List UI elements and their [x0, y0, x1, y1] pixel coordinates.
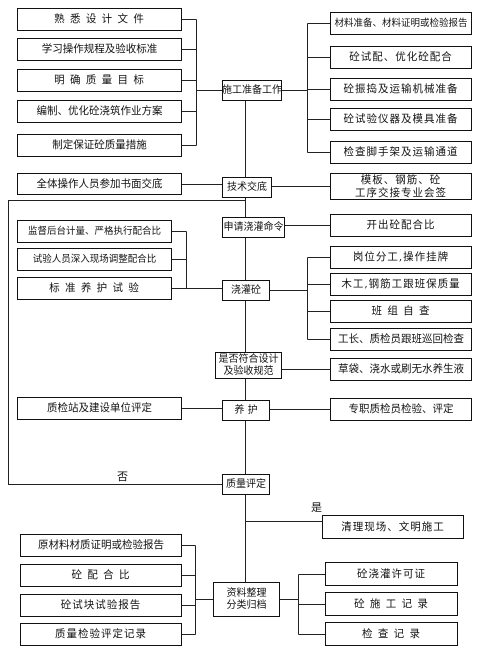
curing-left-item: 质检站及建设单位评定	[17, 397, 182, 420]
prep-right-item-1: 材料准备、材料证明或检验报告	[330, 12, 472, 35]
pour-right-item-1: 岗位分工,操作挂牌	[330, 246, 472, 269]
stage-disclosure: 技术交底	[222, 177, 272, 198]
order-right-item: 开出砼配合比	[330, 214, 472, 237]
pour-right-item-4: 工长、质检员跟班巡回检查	[330, 328, 472, 351]
prep-left-item-1: 熟 悉 设 计 文 件	[17, 8, 182, 31]
stage-preparation: 施工准备工作	[222, 80, 282, 101]
pour-left-item-2: 试验人员深入现场调整配合比	[17, 248, 172, 271]
archive-right-item-2: 砼 施 工 记 录	[325, 592, 458, 616]
yes-branch-label: 是	[311, 499, 322, 515]
archive-right-item-3: 检 查 记 录	[325, 622, 458, 646]
stage-quality-evaluation: 质量评定	[222, 474, 270, 495]
prep-left-item-5: 制定保证砼质量措施	[17, 134, 182, 157]
curing-right-item: 专职质检员检验、评定	[330, 398, 472, 421]
archive-right-item-1: 砼浇灌许可证	[325, 562, 458, 586]
archive-left-item-3: 砼试块试验报告	[20, 594, 182, 617]
stage-pouring: 浇灌砼	[222, 280, 270, 301]
prep-right-item-2: 砼试配、优化砼配合	[330, 46, 472, 69]
prep-right-item-4: 砼试验仪器及模具准备	[330, 108, 472, 131]
archive-left-item-2: 砼 配 合 比	[20, 564, 182, 587]
pour-right-item-2: 木工,钢筋工跟班保质量	[330, 273, 472, 296]
feedback-loop-line	[8, 200, 246, 485]
disclosure-left-item: 全体操作人员参加书面交底	[17, 173, 182, 195]
stage-design-check: 是否符合设计 及验收规范	[215, 352, 282, 379]
stage-pour-order: 申请浇灌命令	[222, 217, 285, 238]
prep-right-item-5: 检查脚手架及运输通道	[330, 141, 472, 164]
pour-right-item-3: 班 组 自 查	[330, 300, 472, 323]
prep-left-item-4: 编制、优化砼浇筑作业方案	[17, 100, 182, 123]
stage-archive: 资料整理 分类归档	[213, 582, 280, 617]
stage-curing: 养 护	[222, 400, 270, 421]
disclosure-right-item: 模板、钢筋、砼 工序交接专业会签	[330, 173, 472, 200]
archive-left-item-4: 质量检验评定记录	[20, 623, 182, 646]
yes-target-item: 清理现场、文明施工	[322, 515, 464, 539]
prep-left-item-2: 学习操作规程及验收标准	[17, 38, 182, 61]
archive-left-item-1: 原材料材质证明或检验报告	[20, 534, 182, 557]
pour-left-item-1: 监督后台计量、严格执行配合比	[17, 220, 172, 243]
prep-left-item-3: 明 确 质 量 目 标	[17, 69, 182, 92]
no-branch-label: 否	[117, 468, 128, 484]
check-right-item: 草袋、浇水或刷无水养生液	[330, 358, 472, 381]
pour-left-item-3: 标 准 养 护 试 验	[17, 277, 172, 300]
prep-right-item-3: 砼振捣及运输机械准备	[330, 78, 472, 101]
